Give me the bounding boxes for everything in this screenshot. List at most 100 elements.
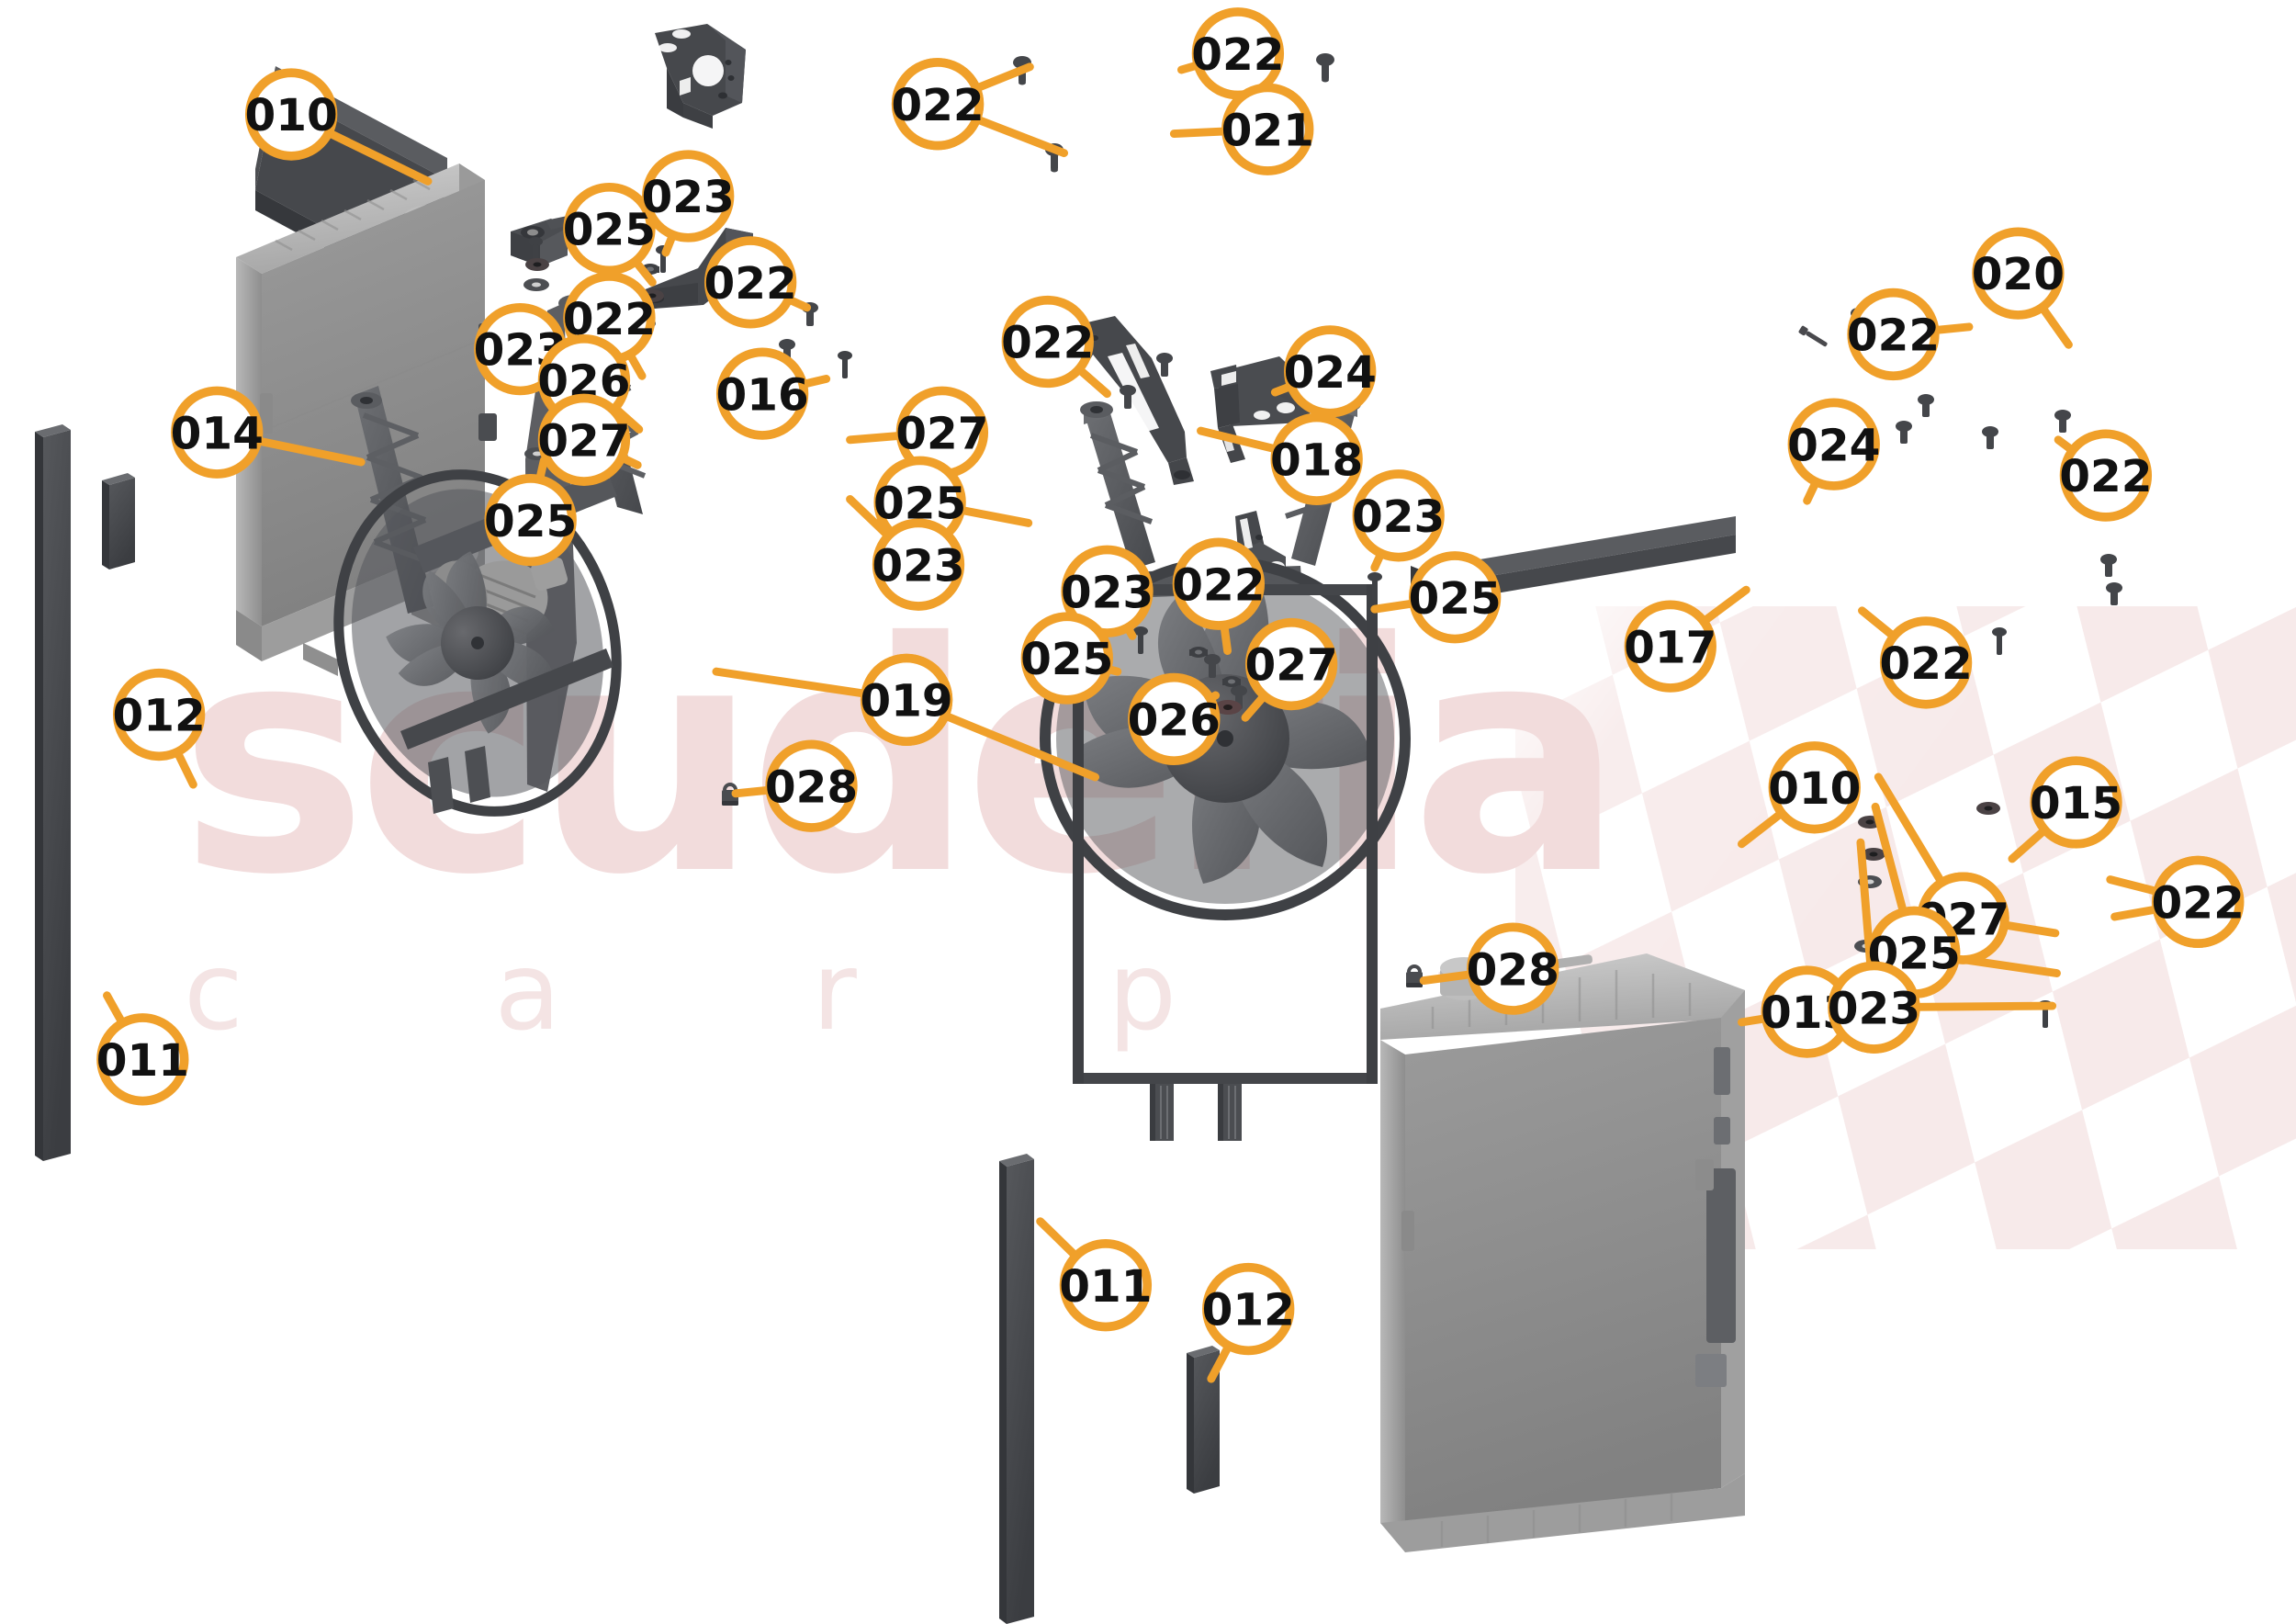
callout-number: 020 [1972,249,2065,300]
callout-circle [96,1013,189,1106]
callout-leader-line [846,431,906,445]
callout-bubble-020[interactable]: 020 [1972,227,2065,320]
callout-number: 023 [1352,491,1445,543]
callout-circle [1787,398,1880,491]
callout-bubble-015[interactable]: 015 [2030,756,2122,849]
callout-circle [703,236,797,329]
callout-bubble-027[interactable]: 027 [1244,617,1338,711]
callout-leader-line [1196,426,1281,454]
callout-number: 027 [1244,640,1337,692]
callout-circle [1408,551,1502,644]
callout-circle [1001,295,1094,389]
callout-number: 023 [1828,983,1920,1034]
callout-bubble-024[interactable]: 024 [1787,398,1880,491]
callout-number: 019 [860,675,952,727]
callout-bubble-022[interactable]: 022 [1879,616,1973,709]
callout-bubble-025[interactable]: 025 [1020,612,1113,705]
callout-bubble-023[interactable]: 023 [872,518,965,611]
callout-number: 022 [2152,877,2245,929]
callout-leader-line [103,991,127,1028]
callout-bubble-018[interactable]: 018 [1270,412,1363,505]
callout-bubble-028[interactable]: 028 [1467,922,1559,1015]
callout-bubble-025[interactable]: 025 [563,182,656,276]
callout-circle [872,518,965,611]
callout-bubble-023[interactable]: 023 [642,150,735,242]
callout-number: 010 [245,90,338,141]
callout-bubble-011[interactable]: 011 [1059,1239,1153,1332]
callout-circle [1284,325,1377,418]
callout-circle [537,393,631,486]
callout-bubble-012[interactable]: 012 [1202,1262,1295,1356]
callout-number: 022 [1001,318,1094,369]
callout-bubble-027[interactable]: 027 [537,393,631,486]
callout-number: 017 [1624,622,1716,673]
nut-026-set [641,264,1241,687]
callout-number: 028 [1467,944,1559,996]
callout-leader-line [1999,920,2060,938]
callout-bubble-010[interactable]: 010 [244,68,338,161]
callout-number: 025 [1408,573,1501,625]
callout-circle [171,386,264,479]
callout-circle [563,182,656,276]
callout-number: 022 [1879,638,1972,690]
callout-number: 027 [537,415,630,467]
callout-number: 023 [1061,567,1154,618]
callout-number: 011 [1059,1261,1152,1313]
callout-bubble-024[interactable]: 024 [1284,325,1377,418]
callout-leader-line [1419,970,1476,986]
callout-circle [2059,429,2153,522]
callout-leader-line [1699,585,1750,626]
callout-circle [891,58,985,151]
callout-number: 012 [112,691,205,742]
callout-leader-line [1737,808,1786,849]
callout-bubble-011[interactable]: 011 [96,1013,189,1106]
callout-bubble-019[interactable]: 019 [860,653,953,747]
callout-leader-line [1858,606,1898,641]
callout-bubble-022[interactable]: 022 [1001,295,1094,389]
callout-bubble-016[interactable]: 016 [715,347,809,440]
callout-leader-line [631,256,657,287]
callout-number: 022 [1172,559,1265,611]
callout-circle [244,68,338,161]
callout-leader-line [324,129,433,186]
callout-bubble-022[interactable]: 022 [2152,855,2245,949]
callout-bubble-025[interactable]: 025 [1408,551,1502,644]
callout-circle [112,668,206,761]
callout-leader-line [1930,322,1974,334]
callout-bubble-022[interactable]: 022 [1847,288,1940,381]
callout-bubble-022[interactable]: 022 [2059,429,2153,522]
callout-circle [860,653,953,747]
callout-number: 022 [1191,29,1284,81]
callout-bubble-023[interactable]: 023 [1061,545,1154,637]
callout-circle [1020,612,1113,705]
callout-bubble-010[interactable]: 010 [1768,741,1861,834]
callout-bubble-022[interactable]: 022 [703,236,797,329]
callout-bubble-026[interactable]: 026 [1128,672,1221,766]
callout-bubble-022[interactable]: 022 [1172,537,1266,630]
callout-number: 025 [1020,634,1113,685]
callout-bubble-027[interactable]: 027 [895,386,989,479]
callout-leader-line [972,115,1069,158]
callout-bubble-023[interactable]: 023 [1828,961,1920,1054]
callout-number: 027 [895,408,988,459]
callout-bubble-017[interactable]: 017 [1624,600,1716,693]
callout-bubble-012[interactable]: 012 [112,668,206,761]
callout-bubble-022[interactable]: 022 [1191,7,1285,100]
callout-leader-line [1075,365,1111,399]
callout-bubble-023[interactable]: 023 [1352,469,1445,562]
callout-number: 028 [765,761,858,813]
callout-bubble-021[interactable]: 021 [1221,83,1314,175]
callout-bubble-028[interactable]: 028 [765,739,858,832]
callout-bubble-022[interactable]: 022 [891,58,985,151]
callout-bubble-014[interactable]: 014 [171,386,264,479]
callout-number: 016 [715,369,808,421]
callout-bubble-025[interactable]: 025 [484,474,577,567]
callout-number: 025 [484,496,577,547]
callout-leader-line [253,436,366,467]
callout-number: 021 [1221,105,1314,156]
callout-circle [642,150,735,242]
callout-circle [715,347,809,440]
callout-circle [765,739,858,832]
callout-circle [1352,469,1445,562]
